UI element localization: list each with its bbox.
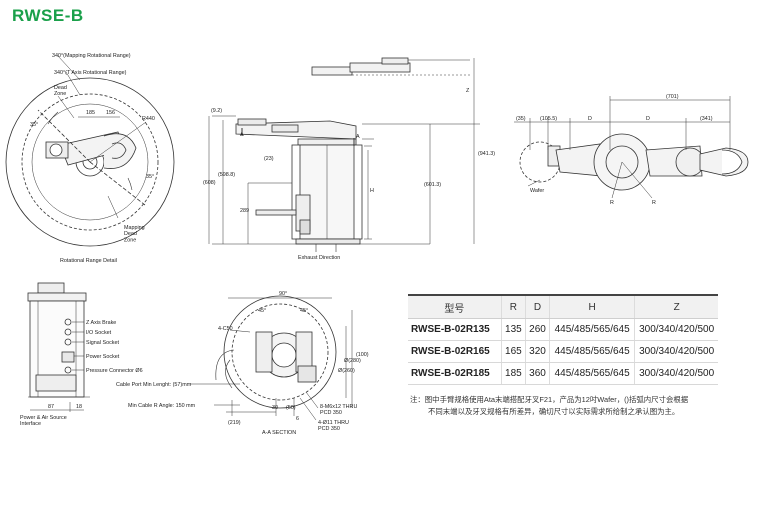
section-a-right: A [356,134,360,140]
cell-d: 360 [524,362,550,385]
cable-port-length: Cable Port Min Lenght: (57)mm [116,382,192,388]
cell-h: 445/485/565/645 [549,318,635,341]
label-signal-socket: Signal Socket [86,340,119,346]
dim-100: (100) [356,352,369,358]
dim-9-2: (9.2) [211,108,222,114]
spec-note: 注：图中手臂规格使用Ata末端搭配牙叉F21，产品为12吋Wafer，()括弧内… [410,394,740,418]
dim-185: 185 [86,110,95,116]
dia-280: Ø(280) [344,358,361,364]
angle-right: 35° [146,174,154,180]
dim-r440: R440 [142,116,155,122]
wafer-label: Wafer [530,188,544,194]
cell-d: 260 [524,318,550,341]
label-pressure-connector: Pressure Connector Ø6 [86,368,143,374]
dim-941: (941.3) [478,151,495,157]
dim-601: (601.3) [424,182,441,188]
base-view-drawing [27,282,90,412]
header-h: H [549,294,635,319]
note-line-2: 不同末端以及牙叉规格有所差异，确切尺寸以实际需求所给制之承认图为主。 [428,407,680,416]
dim-18: 18 [76,404,82,410]
dim-156: 156 [106,110,115,116]
header-model: 型号 [408,294,502,319]
spec-table: 型号 R D H Z RWSE-B-02R135 135 260 445/485… [408,294,718,385]
section-a-left: A [240,132,244,138]
rotational-detail-drawing [5,55,175,247]
dim-6: 6 [296,416,299,422]
table-row: RWSE-B-02R185 185 360 445/485/565/645 30… [408,362,718,385]
table-row: RWSE-B-02R165 165 320 445/485/565/645 30… [408,340,718,363]
label-io-socket: I/O Socket [86,330,112,336]
spec-table-header: 型号 R D H Z [408,294,718,319]
dim-105-5: (105.5) [540,116,557,122]
dim-701: (701) [666,94,679,100]
dim-50: (50) [286,405,296,411]
header-r: R [500,294,526,319]
top-view-drawing [514,96,749,199]
dim-289: 289 [240,208,249,214]
dim-d-right: D [646,116,650,122]
cell-r: 135 [500,318,526,341]
dim-30: 30 [272,405,278,411]
angle-left: 35° [30,122,38,128]
dim-341: (341) [700,116,713,122]
cell-z: 300/340/420/500 [634,362,718,385]
page-title: RWSE-B [12,6,84,25]
cell-r: 165 [500,340,526,363]
dim-598: (598.8) [218,172,235,178]
cell-z: 300/340/420/500 [634,340,718,363]
table-row: RWSE-B-02R135 135 260 445/485/565/645 30… [408,318,718,341]
dim-r-right: R [652,200,656,206]
angle-45-right: 45° [300,308,308,314]
dim-23: (23) [264,156,274,162]
cable-min-radius: Min Cable R Angle: 150 mm [128,403,196,409]
cell-model: RWSE-B-02R165 [408,340,502,363]
note-line-1: 注：图中手臂规格使用Ata末端搭配牙叉F21，产品为12吋Wafer，()括弧内… [410,395,689,404]
cell-model: RWSE-B-02R185 [408,362,502,385]
dim-608: (608) [203,180,216,186]
header-z: Z [634,294,718,319]
section-view-drawing [190,295,353,421]
angle-45-left: 45° [258,308,266,314]
t-axis-range-label: 340°(T Axis Rotational Range) [54,70,127,76]
dim-35: (35) [516,116,526,122]
dim-h: H [370,188,374,194]
side-view-drawing [208,57,480,252]
cell-d: 320 [524,340,550,363]
cell-z: 300/340/420/500 [634,318,718,341]
cell-h: 445/485/565/645 [549,340,635,363]
cell-model: RWSE-B-02R135 [408,318,502,341]
dim-d-left: D [588,116,592,122]
dim-z: Z [466,88,470,94]
dim-219: (219) [228,420,241,426]
dim-r-left: R [610,200,614,206]
rotational-caption: Rotational Range Detail [60,258,117,264]
header-d: D [524,294,550,319]
label-power-socket: Power Socket [86,354,120,360]
section-caption: A-A SECTION [262,430,296,436]
cell-r: 185 [500,362,526,385]
mapping-range-label: 340°(Mapping Rotational Range) [52,53,131,59]
chamfer-4-c50: 4-C50 [218,326,233,332]
dia-260: Ø(260) [338,368,355,374]
exhaust-caption: Exhaust Direction [298,255,340,261]
dim-87: 87 [48,404,54,410]
cell-h: 445/485/565/645 [549,362,635,385]
angle-90: 90° [279,291,287,297]
label-z-axis-brake: Z Axis Brake [86,320,116,326]
